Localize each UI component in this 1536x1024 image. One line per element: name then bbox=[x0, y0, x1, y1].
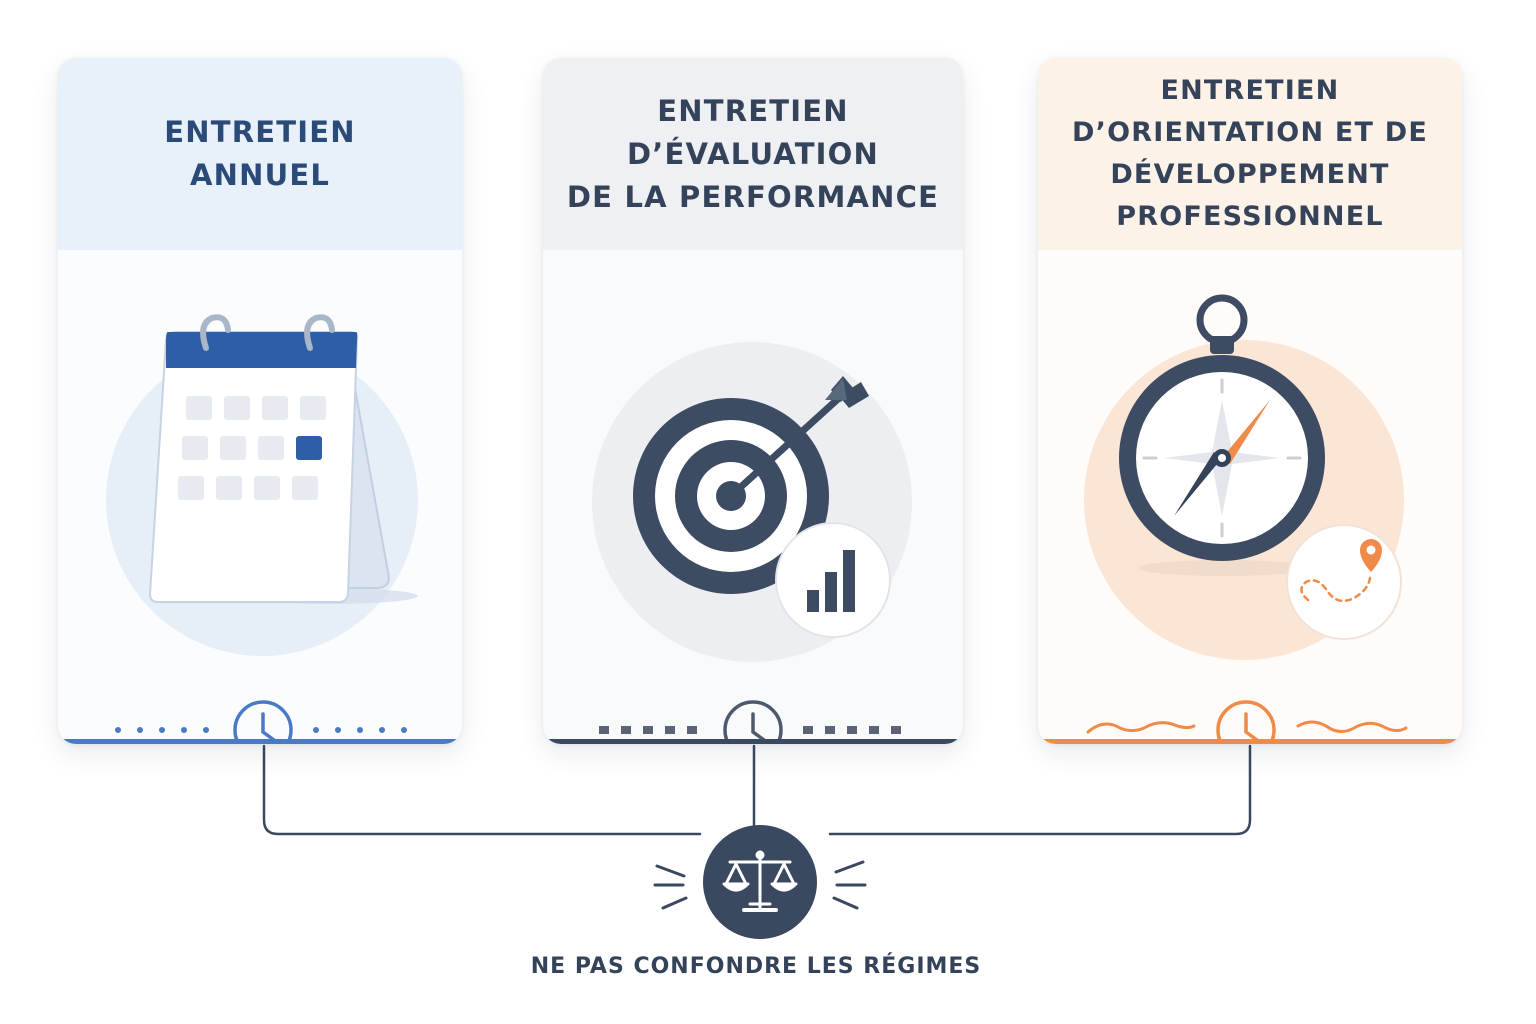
target-icon bbox=[633, 376, 869, 594]
card-title: ENTRETIEN ANNUEL bbox=[164, 115, 356, 192]
card-illustration bbox=[106, 314, 418, 744]
footer-label: NE PAS CONFONDRE LES RÉGIMES bbox=[530, 954, 982, 979]
card-performance-review: ENTRETIEN D’ÉVALUATION DE LA PERFORMANCE bbox=[543, 58, 963, 744]
timeline-waves bbox=[1086, 720, 1408, 734]
clock-icon bbox=[723, 700, 783, 744]
clock-icon bbox=[1216, 700, 1276, 744]
card-accent-bar bbox=[1038, 739, 1462, 744]
timeline-dashes bbox=[599, 726, 901, 734]
clock-icon bbox=[233, 700, 293, 744]
scales-icon bbox=[722, 850, 798, 912]
bar-chart-icon bbox=[775, 522, 891, 638]
card-header: ENTRETIEN D’ÉVALUATION DE LA PERFORMANCE bbox=[543, 58, 963, 250]
card-header: ENTRETIEN ANNUEL bbox=[58, 58, 462, 250]
timeline-dots bbox=[115, 727, 407, 733]
card-accent-bar bbox=[58, 739, 462, 744]
card-professional-development-review: ENTRETIEN D’ORIENTATION ET DE DÉVELOPPEM… bbox=[1038, 58, 1462, 744]
scales-badge bbox=[653, 825, 867, 939]
card-annual-review: ENTRETIEN ANNUEL bbox=[58, 58, 462, 744]
route-pin-icon bbox=[1286, 524, 1402, 640]
card-illustration bbox=[1084, 294, 1408, 744]
compass-icon bbox=[1119, 294, 1325, 576]
card-title: ENTRETIEN D’ORIENTATION ET DE DÉVELOPPEM… bbox=[1072, 75, 1428, 232]
card-illustration bbox=[592, 342, 912, 744]
card-header: ENTRETIEN D’ORIENTATION ET DE DÉVELOPPEM… bbox=[1038, 58, 1462, 250]
calendar-icon bbox=[148, 314, 418, 604]
card-title: ENTRETIEN D’ÉVALUATION DE LA PERFORMANCE bbox=[566, 93, 940, 214]
card-accent-bar bbox=[543, 739, 963, 744]
